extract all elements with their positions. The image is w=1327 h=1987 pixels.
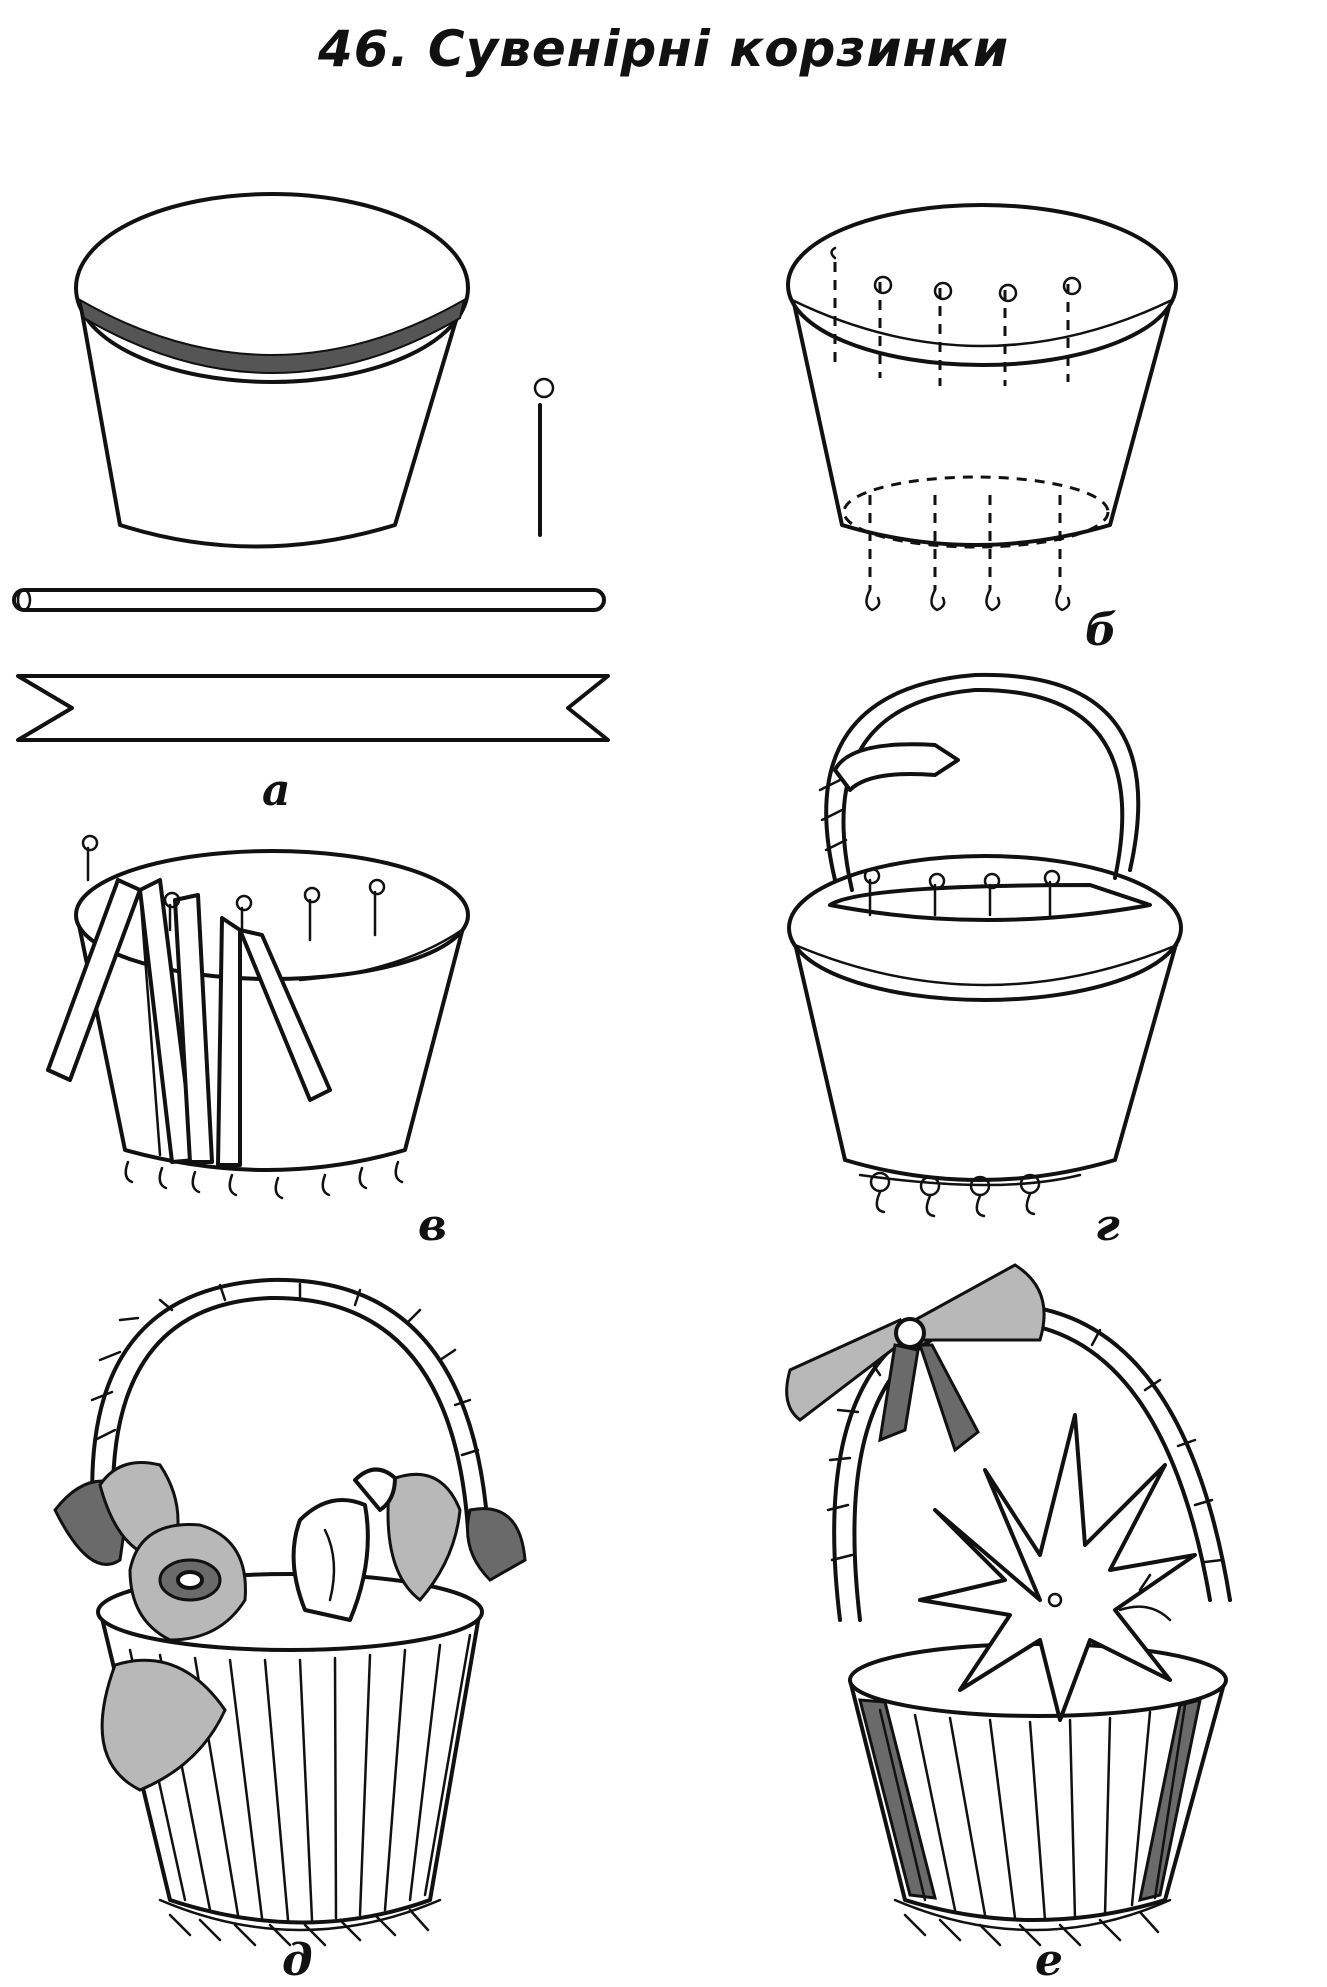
panel-a-pin <box>533 377 555 537</box>
panel-v-ribbons <box>46 878 332 1167</box>
panel-e: е <box>785 1263 1232 1986</box>
label-b: б <box>1085 605 1117 656</box>
panel-g-pins <box>858 867 1082 1218</box>
panel-e-basket <box>848 1642 1228 1947</box>
panel-v-pins <box>81 834 404 1200</box>
panel-b-pins <box>830 246 1082 612</box>
panel-d-flowers <box>53 1461 527 1792</box>
panel-e-lily <box>918 1413 1197 1722</box>
panel-a-ribbon <box>16 674 610 742</box>
panel-g: г <box>787 672 1183 1251</box>
panel-a-rod <box>12 588 606 612</box>
panel-g-handle <box>818 672 1141 892</box>
panel-b: б <box>786 203 1178 656</box>
panel-d: д <box>53 1277 527 1986</box>
label-e: е <box>1035 1935 1063 1986</box>
label-v: в <box>418 1200 447 1251</box>
label-d: д <box>282 1935 313 1986</box>
panel-a: а <box>12 192 610 816</box>
label-g: г <box>1095 1200 1120 1251</box>
label-a: а <box>262 765 291 816</box>
panel-e-bow <box>785 1263 1046 1453</box>
panel-a-cup <box>74 192 470 549</box>
panel-v: в <box>46 834 470 1251</box>
page-title: 46. Сувенірні корзинки <box>317 20 1010 78</box>
panel-d-handle <box>90 1277 490 1542</box>
